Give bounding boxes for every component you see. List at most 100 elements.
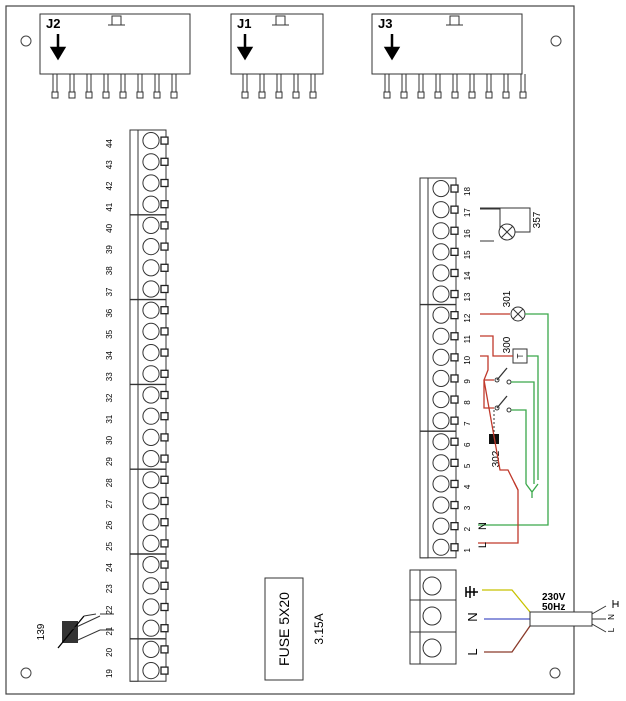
terminal-number: 16 bbox=[463, 229, 472, 238]
terminal-neutral-letter: N bbox=[477, 522, 489, 530]
terminal-number: 43 bbox=[105, 160, 114, 169]
pressure-switch-302-label: 302 bbox=[491, 450, 502, 467]
connector-pin bbox=[519, 74, 527, 99]
connector-pin bbox=[383, 74, 391, 99]
terminal: 25 bbox=[105, 534, 169, 553]
terminal: 14 bbox=[432, 264, 472, 282]
terminal: 19 bbox=[105, 662, 169, 680]
terminal-number: 22 bbox=[105, 605, 114, 614]
terminal: 35 bbox=[105, 322, 169, 340]
terminal: 26 bbox=[105, 513, 169, 531]
connector-pin bbox=[485, 74, 493, 99]
terminal-number: 17 bbox=[463, 208, 472, 217]
connector-j3-label: J3 bbox=[378, 16, 392, 31]
terminal: 44 bbox=[105, 132, 169, 150]
connector-pin bbox=[170, 74, 178, 99]
terminal-number: 34 bbox=[105, 351, 114, 360]
terminal: 20 bbox=[105, 640, 169, 659]
terminal-number: 36 bbox=[105, 308, 114, 317]
thermostat-symbol: T bbox=[516, 353, 525, 358]
connector-pin bbox=[136, 74, 144, 99]
terminal: 42 bbox=[105, 174, 169, 192]
terminal: 16 bbox=[432, 222, 472, 240]
connector-pin bbox=[85, 74, 93, 99]
connector-pin bbox=[51, 74, 59, 99]
terminal: 9 bbox=[432, 369, 472, 388]
terminal: 28 bbox=[105, 471, 169, 489]
connector-pin bbox=[292, 74, 300, 99]
terminal-number: 28 bbox=[105, 478, 114, 487]
power-terminal-block bbox=[409, 569, 457, 665]
terminal: 36 bbox=[105, 301, 169, 319]
terminal: 13 bbox=[432, 285, 472, 303]
terminal-number: 18 bbox=[463, 187, 472, 196]
connector-pin bbox=[468, 74, 476, 99]
mains-neutral-letter: N bbox=[607, 614, 616, 620]
terminal-number: 1 bbox=[463, 547, 472, 552]
lamp-357-label: 357 bbox=[532, 211, 543, 228]
connector-pin bbox=[102, 74, 110, 99]
terminal: 43 bbox=[105, 153, 169, 171]
terminal: 8 bbox=[432, 391, 472, 409]
mains-line-letter: L bbox=[607, 627, 616, 632]
terminal: 39 bbox=[105, 238, 169, 256]
terminal-number: 29 bbox=[105, 457, 114, 466]
terminal-number: 4 bbox=[463, 484, 472, 489]
terminal: 41 bbox=[105, 195, 169, 213]
wire-switch-red bbox=[480, 355, 494, 409]
mains-cable-ends bbox=[591, 605, 607, 633]
neutral-symbol: N bbox=[465, 612, 480, 621]
sensor-139 bbox=[57, 613, 114, 649]
terminal-number: 15 bbox=[463, 250, 472, 259]
terminal: 30 bbox=[105, 428, 169, 446]
terminal: 31 bbox=[105, 407, 169, 425]
terminal: 11 bbox=[432, 327, 472, 345]
terminal-number: 32 bbox=[105, 393, 114, 402]
terminal: 32 bbox=[105, 386, 169, 404]
earth-ground-icon bbox=[465, 586, 478, 598]
terminal: 4 bbox=[432, 475, 472, 493]
terminal: 3 bbox=[432, 496, 472, 514]
terminal-number: 35 bbox=[105, 329, 114, 338]
terminal: 33 bbox=[105, 365, 169, 383]
terminal: 7 bbox=[432, 412, 472, 430]
terminal: 34 bbox=[105, 344, 169, 362]
wire-earth bbox=[482, 589, 531, 613]
terminal-number: 10 bbox=[463, 355, 472, 364]
terminal-number: 27 bbox=[105, 499, 114, 508]
terminal-number: 13 bbox=[463, 292, 472, 301]
terminal: 23 bbox=[105, 577, 169, 595]
terminal: 6 bbox=[432, 433, 472, 451]
terminal-number: 9 bbox=[463, 379, 472, 384]
line-symbol: L bbox=[465, 648, 480, 655]
wire-thermostat-green bbox=[527, 355, 539, 480]
connector-j1-label: J1 bbox=[237, 16, 251, 31]
lamp-301-label: 301 bbox=[502, 290, 513, 307]
wire-green-merge bbox=[525, 483, 539, 498]
terminal: 21 bbox=[105, 619, 169, 637]
connector-pin bbox=[309, 74, 317, 99]
mounting-hole-bottom-right bbox=[549, 667, 561, 679]
arrow-down-icon bbox=[236, 34, 254, 61]
wire-switch-green bbox=[511, 381, 535, 484]
terminal-number: 20 bbox=[105, 647, 114, 656]
terminal-number: 41 bbox=[105, 202, 114, 211]
terminal-number: 40 bbox=[105, 223, 114, 232]
terminal: 37 bbox=[105, 280, 169, 298]
wire-lamp-301-green bbox=[478, 313, 549, 526]
terminal-number: 38 bbox=[105, 266, 114, 275]
wire-thermostat-red bbox=[480, 335, 513, 357]
terminal-number: 33 bbox=[105, 372, 114, 381]
terminal-number: 7 bbox=[463, 421, 472, 426]
terminal: 18 bbox=[432, 180, 472, 198]
sensor-139-label: 139 bbox=[36, 623, 47, 640]
terminal: 22 bbox=[105, 598, 169, 616]
terminal: 15 bbox=[432, 243, 472, 261]
fuse-box bbox=[264, 577, 304, 681]
terminal-number: 44 bbox=[105, 139, 114, 148]
lamp-357-icon bbox=[498, 223, 516, 241]
terminal: 5 bbox=[432, 454, 472, 472]
